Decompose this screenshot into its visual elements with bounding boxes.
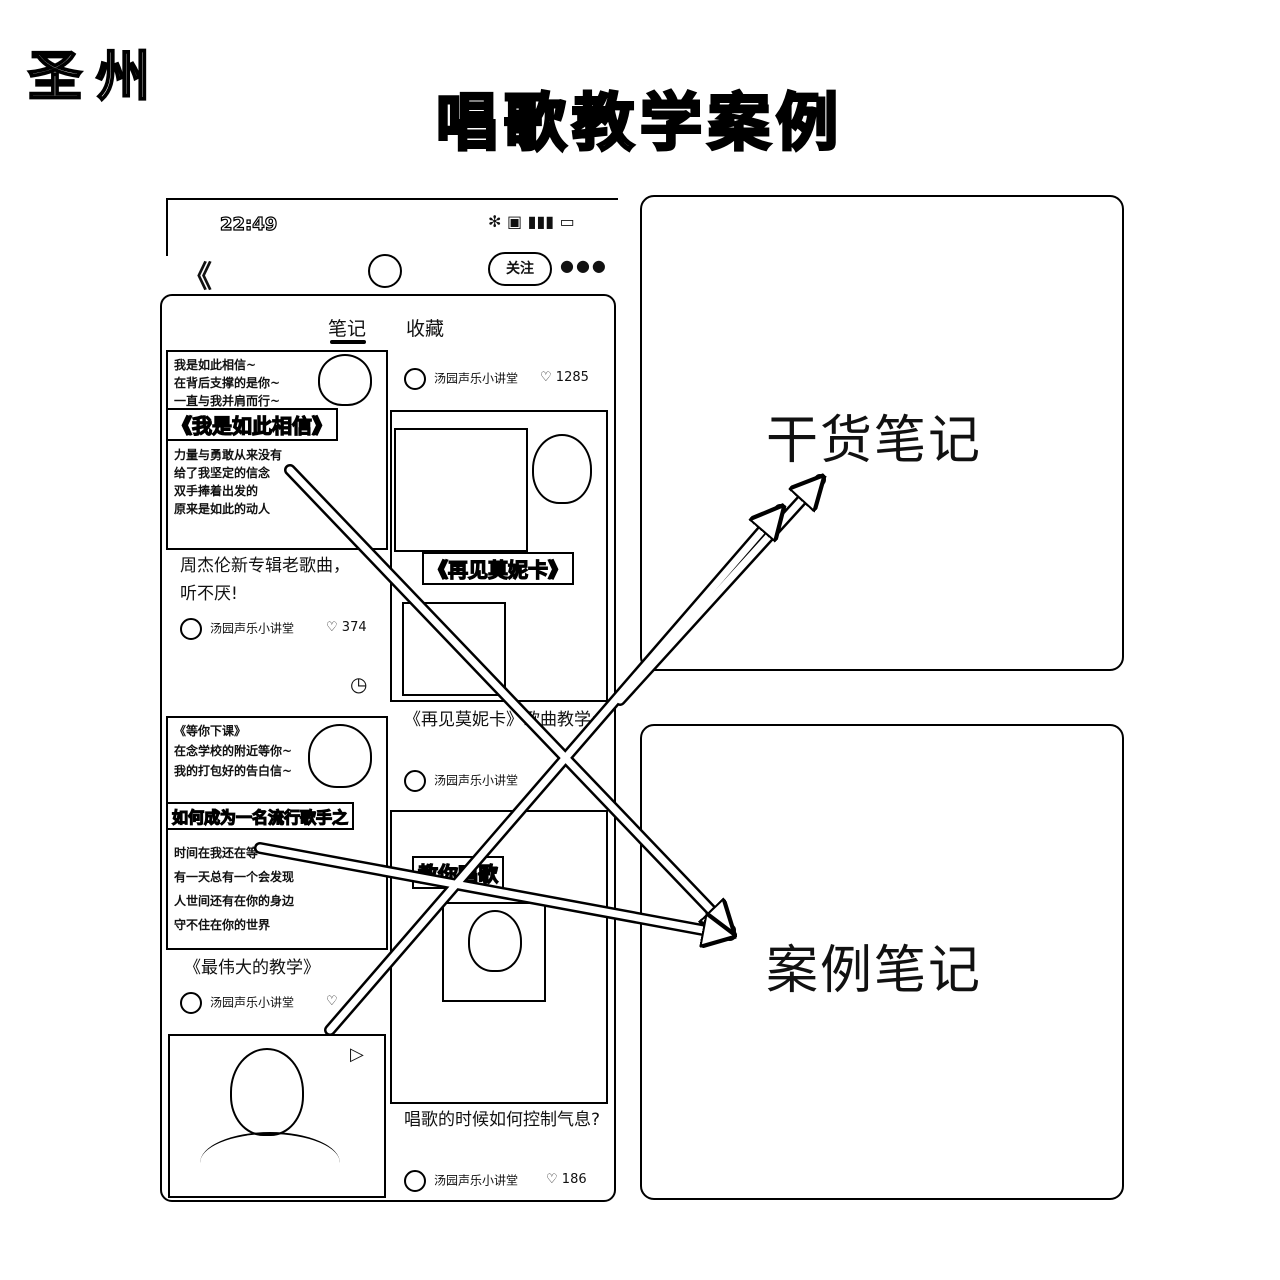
whiteboard (394, 428, 528, 552)
like-count[interactable]: ♡ 186 (546, 1172, 587, 1187)
author-avatar (180, 992, 202, 1014)
note-banner: 《再见莫妮卡》 (422, 552, 574, 585)
like-count[interactable]: ♡ 1285 (540, 370, 589, 385)
note-author[interactable]: 汤园声乐小讲堂 (180, 618, 294, 640)
note-caption[interactable]: 唱歌的时候如何控制气息? (404, 1110, 601, 1130)
singer-face (318, 354, 372, 406)
singer-face (532, 434, 592, 504)
case-notes-label: 案例笔记 (766, 941, 983, 1001)
note-thumbnail[interactable] (168, 1034, 386, 1198)
note-thumbnail[interactable]: 《等你下课》 在念学校的附近等你~ 我的打包好的告白信~ 如何成为一名流行歌手之… (166, 716, 388, 950)
heart-icon: ♡ (546, 1172, 558, 1187)
singer-face (468, 910, 522, 972)
inset-frame (442, 902, 546, 1002)
dry-goods-notes-label: 干货笔记 (766, 411, 983, 471)
heart-icon[interactable]: ♡ (326, 994, 338, 1009)
note-thumbnail[interactable]: 教你唱歌 (390, 810, 608, 1104)
heart-icon: ♡ (326, 620, 338, 635)
note-author[interactable]: 汤园声乐小讲堂 (404, 368, 518, 390)
author-avatar (404, 770, 426, 792)
status-icons: ✻ ▣ ▮▮▮ ▭ (488, 212, 575, 231)
status-time: 22:49 (219, 213, 278, 235)
note-banner: 《我是如此相信》 (168, 408, 338, 441)
shoulders (200, 1132, 340, 1194)
note-thumbnail[interactable]: 我是如此相信~ 在背后支撑的是你~ 一直与我并肩而行~ 《我是如此相信》 力量与… (166, 350, 388, 550)
heart-icon: ♡ (540, 370, 552, 385)
note-author[interactable]: 汤园声乐小讲堂 (404, 770, 518, 792)
tab-active-indicator (330, 340, 366, 344)
singer-face (308, 724, 372, 788)
tab-notes[interactable]: 笔记 (328, 318, 367, 340)
note-author[interactable]: 汤园声乐小讲堂 (404, 1170, 518, 1192)
note-thumbnail[interactable]: 《再见莫妮卡》 (390, 410, 608, 702)
brand-logo: 圣州 (27, 44, 164, 109)
phone-status-bar (166, 198, 618, 256)
note-author[interactable]: 汤园声乐小讲堂 (180, 992, 294, 1014)
room-background (402, 602, 506, 696)
follow-button[interactable]: 关注 (488, 252, 552, 286)
note-caption[interactable]: 周杰伦新专辑老歌曲，听不厌! (180, 556, 350, 604)
author-avatar (180, 618, 202, 640)
more-icon[interactable]: ●●● (560, 256, 608, 275)
singer-face (230, 1048, 304, 1136)
back-icon[interactable]: 《 (182, 260, 212, 295)
case-notes-box (640, 724, 1124, 1200)
author-avatar (404, 1170, 426, 1192)
profile-avatar[interactable] (368, 254, 402, 288)
author-avatar (404, 368, 426, 390)
video-play-icon: ◷ (350, 672, 368, 696)
note-caption[interactable]: 《再见莫妮卡》歌曲教学: (404, 710, 597, 730)
page-title: 唱歌教学案例 (434, 85, 844, 161)
note-banner: 如何成为一名流行歌手之 (168, 802, 355, 830)
tab-favorites[interactable]: 收藏 (406, 318, 445, 340)
like-count[interactable]: ♡ 374 (326, 620, 367, 635)
video-play-icon: ▷ (350, 1044, 364, 1065)
note-caption[interactable]: 《最伟大的教学》 (184, 958, 320, 978)
